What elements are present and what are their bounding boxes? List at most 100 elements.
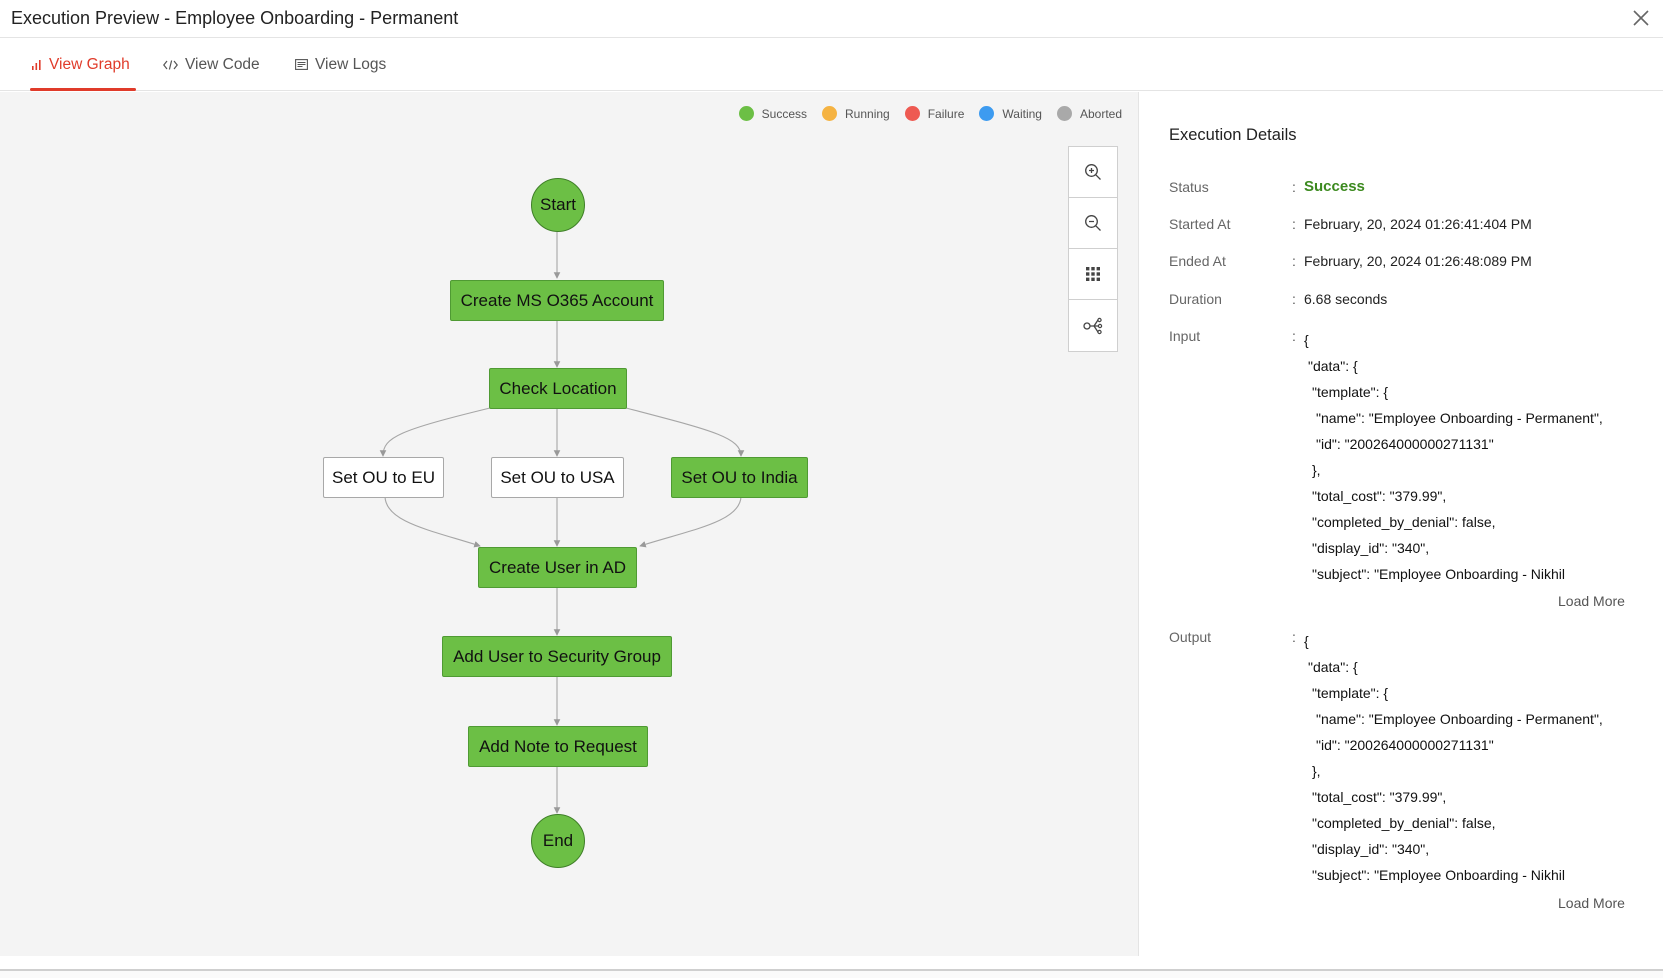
json-line: }, bbox=[1312, 763, 1321, 779]
workflow-layout-icon bbox=[1083, 317, 1103, 334]
colon: : bbox=[1292, 253, 1296, 269]
running-dot-icon bbox=[822, 106, 837, 121]
colon: : bbox=[1292, 179, 1296, 195]
json-line: { bbox=[1304, 332, 1309, 348]
tab-label: View Logs bbox=[315, 55, 387, 73]
details-heading: Execution Details bbox=[1169, 126, 1297, 144]
ended-at-value: February, 20, 2024 01:26:48:089 PM bbox=[1304, 253, 1532, 269]
json-line: "name": "Employee Onboarding - Permanent… bbox=[1316, 410, 1603, 426]
execution-details-panel: Execution Details Status : Success Start… bbox=[1140, 92, 1663, 956]
bar-chart-icon bbox=[32, 59, 41, 70]
layout-button[interactable] bbox=[1069, 300, 1117, 351]
tab-label: View Graph bbox=[49, 55, 130, 73]
window-title: Execution Preview - Employee Onboarding … bbox=[11, 8, 459, 28]
node-label: Set OU to EU bbox=[332, 467, 435, 487]
json-line: "total_cost": "379.99", bbox=[1312, 488, 1447, 504]
node-add-note-to-request[interactable]: Add Note to Request bbox=[468, 726, 648, 767]
json-line: "display_id": "340", bbox=[1312, 540, 1430, 556]
tab-view-graph[interactable]: View Graph bbox=[30, 38, 136, 91]
node-create-user-in-ad[interactable]: Create User in AD bbox=[478, 547, 637, 588]
started-at-value: February, 20, 2024 01:26:41:404 PM bbox=[1304, 216, 1532, 232]
colon: : bbox=[1292, 629, 1296, 645]
node-set-ou-eu[interactable]: Set OU to EU bbox=[323, 457, 444, 498]
node-add-user-to-security-group[interactable]: Add User to Security Group bbox=[442, 636, 672, 677]
node-label: Start bbox=[540, 195, 576, 214]
node-label: Add User to Security Group bbox=[453, 646, 661, 666]
status-legend: Success Running Failure Waiting Aborted bbox=[724, 106, 1122, 121]
close-icon[interactable] bbox=[1629, 6, 1653, 30]
legend-label: Waiting bbox=[1002, 106, 1042, 121]
duration-value: 6.68 seconds bbox=[1304, 291, 1388, 307]
node-label: Check Location bbox=[499, 378, 617, 398]
legend-label: Failure bbox=[927, 106, 965, 121]
json-line: "template": { bbox=[1312, 685, 1389, 701]
json-line: "id": "200264000000271131" bbox=[1316, 436, 1494, 452]
node-label: Create User in AD bbox=[489, 557, 626, 577]
zoom-out-button[interactable] bbox=[1069, 198, 1117, 249]
node-set-ou-usa[interactable]: Set OU to USA bbox=[491, 457, 624, 498]
legend-aborted: Aborted bbox=[1056, 106, 1122, 121]
tab-view-logs[interactable]: View Logs bbox=[295, 38, 386, 91]
zoom-controls bbox=[1068, 146, 1118, 352]
json-line: "id": "200264000000271131" bbox=[1316, 737, 1494, 753]
colon: : bbox=[1292, 216, 1296, 232]
node-label: Set OU to USA bbox=[500, 467, 615, 487]
node-check-location[interactable]: Check Location bbox=[489, 368, 627, 409]
duration-label: Duration bbox=[1169, 291, 1222, 307]
tab-label: View Code bbox=[185, 55, 260, 73]
json-line: "data": { bbox=[1308, 358, 1358, 374]
output-label: Output bbox=[1169, 629, 1212, 645]
node-end[interactable]: End bbox=[531, 814, 585, 868]
waiting-dot-icon bbox=[979, 106, 995, 121]
node-label: End bbox=[542, 831, 574, 850]
failure-dot-icon bbox=[904, 106, 920, 121]
json-line: "total_cost": "379.99", bbox=[1312, 789, 1447, 805]
tab-bar: View Graph View Code View Logs bbox=[0, 38, 1663, 91]
json-line: "data": { bbox=[1308, 659, 1358, 675]
json-line: "template": { bbox=[1312, 384, 1389, 400]
zoom-out-icon bbox=[1085, 215, 1101, 231]
json-line: "subject": "Employee Onboarding - Nikhil bbox=[1312, 867, 1566, 883]
legend-running: Running bbox=[822, 106, 890, 121]
bottom-divider bbox=[0, 969, 1663, 978]
json-line: { bbox=[1304, 633, 1309, 649]
started-at-label: Started At bbox=[1169, 216, 1231, 232]
json-line: "completed_by_denial": false, bbox=[1312, 514, 1496, 530]
json-line: "completed_by_denial": false, bbox=[1312, 815, 1496, 831]
fit-grid-button[interactable] bbox=[1069, 249, 1117, 300]
input-label: Input bbox=[1169, 328, 1201, 344]
colon: : bbox=[1292, 291, 1296, 307]
tab-view-code[interactable]: View Code bbox=[163, 38, 260, 91]
node-label: Create MS O365 Account bbox=[460, 290, 654, 310]
graph-canvas[interactable]: Success Running Failure Waiting Aborted bbox=[0, 92, 1139, 956]
node-label: Add Note to Request bbox=[479, 736, 637, 756]
json-line: "name": "Employee Onboarding - Permanent… bbox=[1316, 711, 1603, 727]
legend-success: Success bbox=[738, 106, 807, 121]
logs-icon bbox=[295, 59, 308, 70]
status-label: Status bbox=[1169, 179, 1209, 195]
zoom-in-button[interactable] bbox=[1069, 147, 1117, 198]
node-create-o365-account[interactable]: Create MS O365 Account bbox=[450, 280, 664, 321]
zoom-in-icon bbox=[1085, 164, 1101, 180]
status-value: Success bbox=[1304, 178, 1365, 195]
legend-waiting: Waiting bbox=[979, 106, 1042, 121]
node-start[interactable]: Start bbox=[531, 178, 585, 232]
code-icon bbox=[163, 59, 178, 70]
colon: : bbox=[1292, 328, 1296, 344]
legend-failure: Failure bbox=[904, 106, 965, 121]
legend-label: Running bbox=[845, 106, 890, 121]
legend-label: Aborted bbox=[1079, 106, 1122, 121]
title-bar: Execution Preview - Employee Onboarding … bbox=[0, 0, 1663, 38]
grid-icon bbox=[1086, 267, 1100, 281]
json-line: "subject": "Employee Onboarding - Nikhil bbox=[1312, 566, 1566, 582]
input-load-more-link[interactable]: Load More bbox=[1558, 593, 1625, 609]
legend-label: Success bbox=[761, 106, 807, 121]
aborted-dot-icon bbox=[1056, 106, 1072, 121]
node-set-ou-india[interactable]: Set OU to India bbox=[671, 457, 808, 498]
output-load-more-link[interactable]: Load More bbox=[1558, 895, 1625, 911]
json-line: "display_id": "340", bbox=[1312, 841, 1430, 857]
json-line: }, bbox=[1312, 462, 1321, 478]
success-dot-icon bbox=[738, 106, 754, 121]
node-label: Set OU to India bbox=[681, 467, 798, 487]
ended-at-label: Ended At bbox=[1169, 253, 1226, 269]
